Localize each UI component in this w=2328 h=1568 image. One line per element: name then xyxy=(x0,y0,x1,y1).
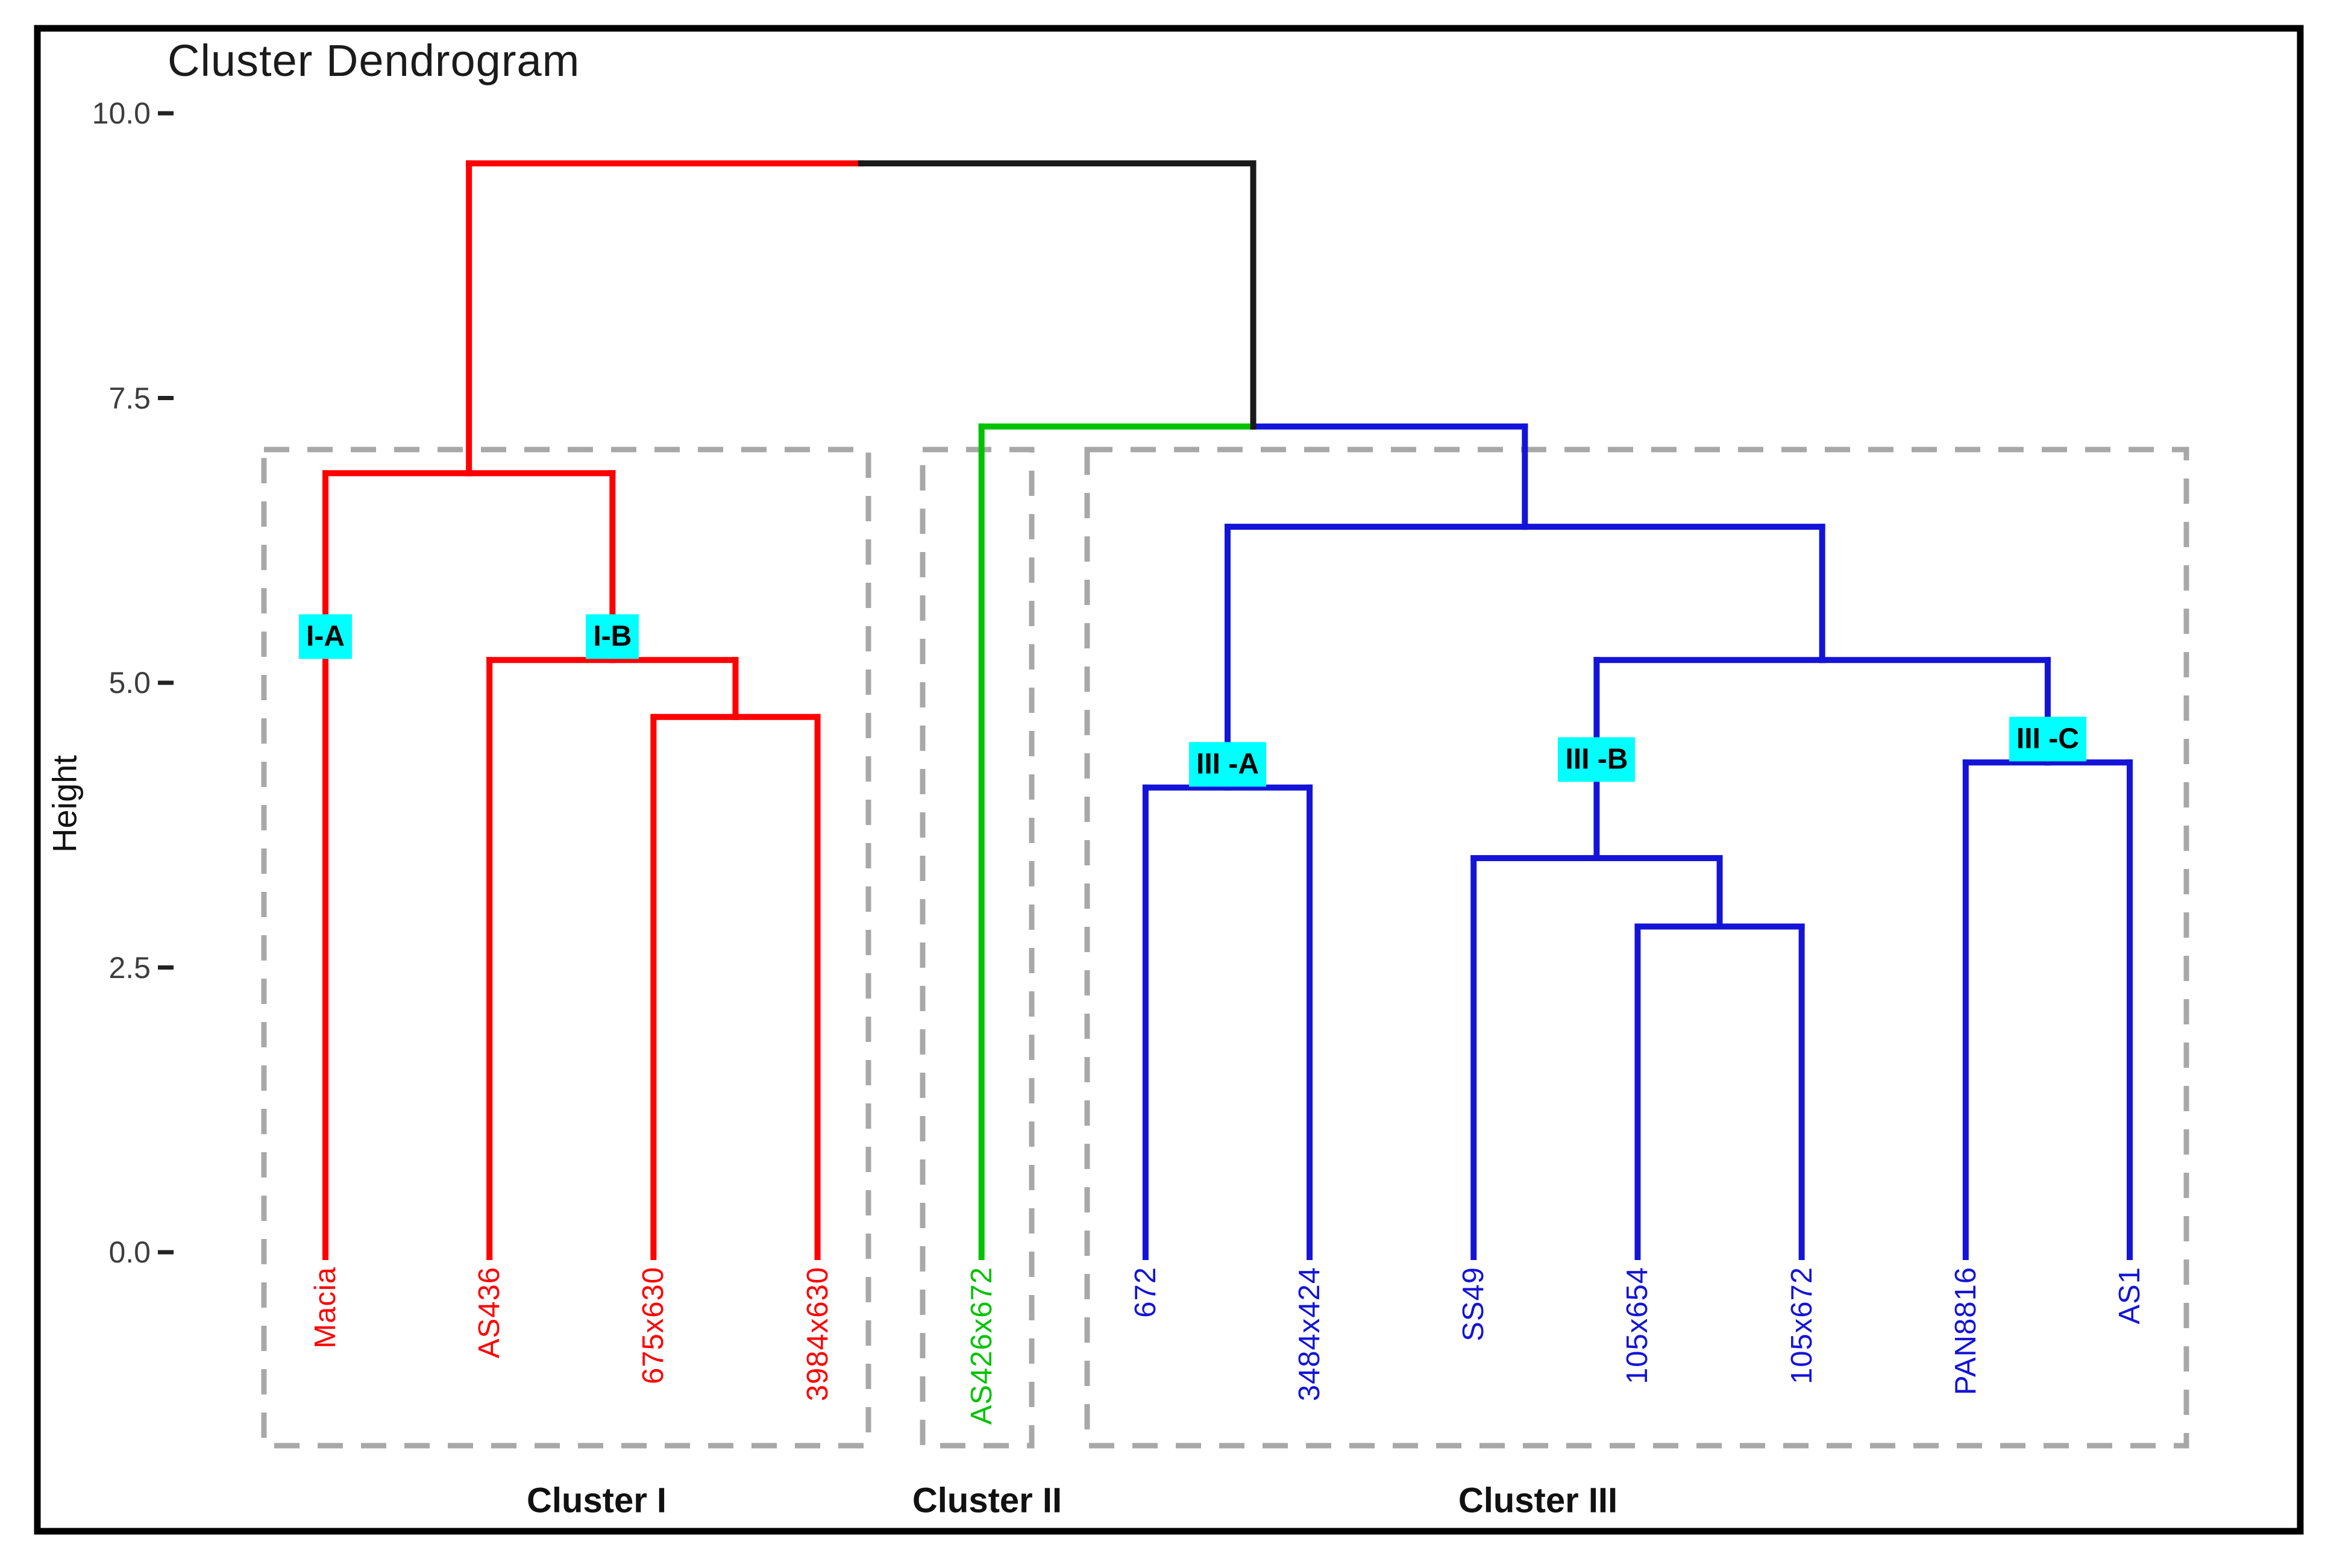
y-tick-label: 0.0 xyxy=(108,1235,151,1269)
subcluster-badge: I-A xyxy=(299,614,352,659)
leaf-label: 105x672 xyxy=(1785,1267,1818,1385)
leaf-label: 675x630 xyxy=(637,1267,670,1385)
leaf-label: AS426x672 xyxy=(965,1267,998,1425)
subcluster-badge: III -C xyxy=(2009,717,2086,762)
leaf-label: 105x654 xyxy=(1621,1267,1654,1385)
cluster-box xyxy=(261,447,871,1449)
leaf-label: 3484x424 xyxy=(1293,1267,1326,1402)
y-tick-label: 2.5 xyxy=(108,950,151,985)
subcluster-badge: III -B xyxy=(1558,737,1636,782)
leaf-label: AS1 xyxy=(2113,1267,2146,1325)
cluster-caption: Cluster III xyxy=(1458,1481,1618,1520)
leaf-label: Macia xyxy=(309,1267,342,1349)
subcluster-badge: I-B xyxy=(586,614,639,659)
cluster-caption: Cluster II xyxy=(912,1481,1062,1520)
y-tick-label: 7.5 xyxy=(108,381,151,415)
leaf-label: PAN8816 xyxy=(1949,1267,1982,1396)
subcluster-badge: III -A xyxy=(1188,742,1266,786)
chart-title: Cluster Dendrogram xyxy=(168,36,580,86)
cluster-box xyxy=(1084,447,2189,1449)
cluster-box xyxy=(920,447,1035,1449)
cluster-caption: Cluster I xyxy=(526,1481,667,1520)
leaf-label: 672 xyxy=(1129,1267,1162,1318)
y-tick-label: 5.0 xyxy=(108,666,151,700)
figure-border xyxy=(34,25,2304,1535)
leaf-label: SS49 xyxy=(1457,1267,1490,1341)
y-tick-label: 10.0 xyxy=(92,96,151,130)
y-axis-title: Height xyxy=(45,755,84,853)
leaf-label: 3984x630 xyxy=(801,1267,834,1402)
leaf-label: AS436 xyxy=(473,1267,506,1359)
